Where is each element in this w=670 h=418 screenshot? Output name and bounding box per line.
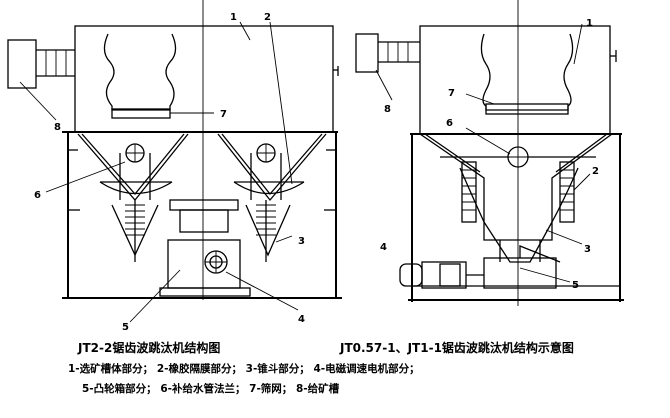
left-label-4: 4 <box>298 314 305 325</box>
left-label-3: 3 <box>298 236 305 247</box>
left-feed-chute <box>7 39 75 89</box>
right-leader-lines <box>375 23 591 283</box>
right-label-6: 6 <box>446 118 453 129</box>
left-label-1: 1 <box>230 12 237 23</box>
left-part-numbers: 1 2 7 8 6 3 5 4 <box>34 12 305 333</box>
right-water-flange <box>440 146 596 168</box>
left-cam-box <box>159 199 251 297</box>
right-feed-chute <box>355 33 420 73</box>
right-label-8: 8 <box>384 104 391 115</box>
left-water-flanges <box>119 143 282 200</box>
right-caption: JT0.57-1、JT1-1锯齿波跳汰机结构示意图 <box>339 340 574 355</box>
legend-line-2: 5-凸轮箱部分； 6-补给水管法兰； 7-筛网； 8-给矿槽 <box>82 382 340 395</box>
left-label-8: 8 <box>54 122 61 133</box>
right-motor <box>399 261 484 289</box>
left-label-5: 5 <box>122 322 129 333</box>
left-caption: JT2-2锯齿波跳汰机结构图 <box>77 340 220 355</box>
left-motor <box>204 250 228 274</box>
right-label-7: 7 <box>448 88 455 99</box>
left-leader-lines <box>19 21 299 323</box>
right-jig-diagram: 1 7 8 6 2 3 4 5 JT0.57-1、JT1-1锯齿波跳汰机结构示意… <box>339 0 624 355</box>
right-frame <box>408 133 624 302</box>
left-label-2: 2 <box>264 12 271 23</box>
left-tank-body <box>74 25 339 133</box>
right-label-2: 2 <box>592 166 599 177</box>
right-label-3: 3 <box>584 244 591 255</box>
legend-line-1: 1-选矿槽体部分； 2-橡胶隔膜部分； 3-锥斗部分； 4-电磁调速电机部分； <box>68 362 420 375</box>
right-part-numbers: 1 7 8 6 2 3 4 5 <box>380 18 599 291</box>
left-springs <box>125 200 276 262</box>
right-springs <box>461 161 575 223</box>
parts-legend: 1-选矿槽体部分； 2-橡胶隔膜部分； 3-锥斗部分； 4-电磁调速电机部分； … <box>68 362 420 395</box>
left-label-6: 6 <box>34 190 41 201</box>
left-jig-diagram: 1 2 7 8 6 3 5 4 JT2-2锯齿波跳汰机结构图 <box>7 0 342 355</box>
right-cam-box <box>483 245 561 289</box>
left-hopper-frame <box>62 131 342 299</box>
right-label-5: 5 <box>572 280 579 291</box>
left-label-7: 7 <box>220 109 227 120</box>
right-label-4: 4 <box>380 242 387 253</box>
right-label-1: 1 <box>586 18 593 29</box>
